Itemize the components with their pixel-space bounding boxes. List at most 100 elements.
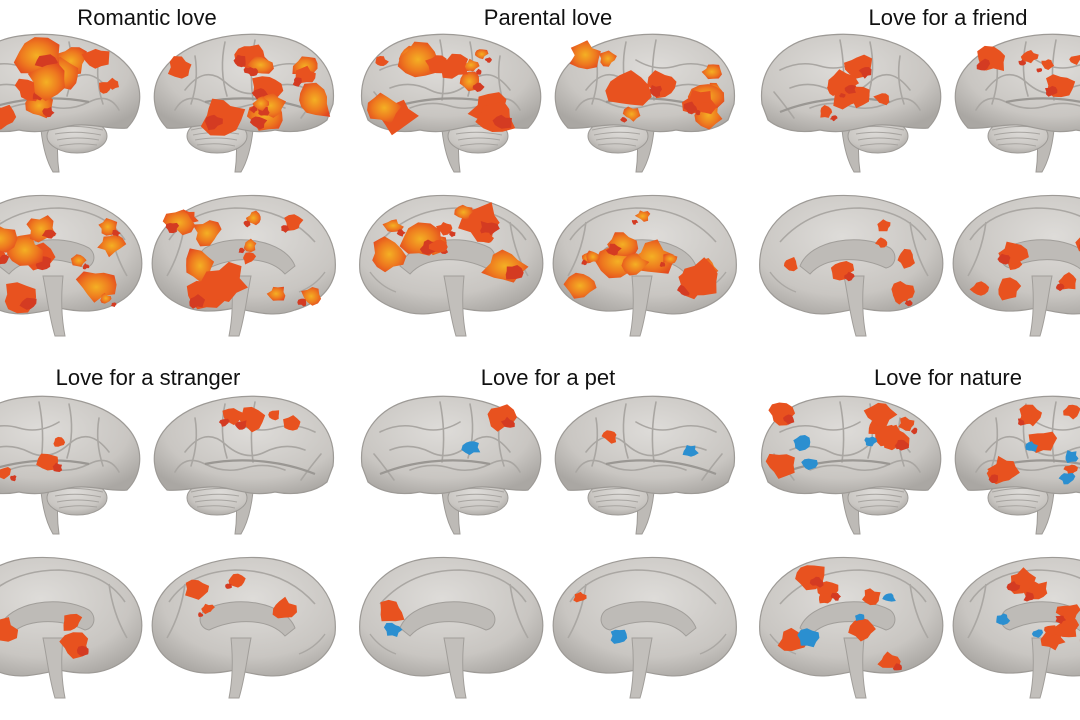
- cerebellum-fold: [56, 499, 100, 503]
- gyrus: [975, 97, 1080, 111]
- activation-cluster: [1069, 54, 1080, 65]
- activation-cluster: [428, 239, 448, 253]
- activation-cluster: [829, 115, 838, 122]
- activation-cluster: [266, 286, 286, 301]
- medial-view-right: [552, 556, 737, 699]
- activation-cluster: [0, 254, 10, 265]
- activation-cluster: [98, 218, 118, 236]
- lateral-view-left: [760, 395, 942, 535]
- deactivation-cluster: [801, 458, 818, 470]
- cerebellum-fold: [58, 505, 98, 509]
- activation-cluster: [894, 439, 909, 451]
- activation-cluster: [1075, 237, 1080, 252]
- cerebral-hemisphere: [554, 395, 736, 495]
- gyrus: [1035, 421, 1080, 431]
- cerebellum-fold: [995, 499, 1039, 503]
- panel-title-parental-love: Parental love: [483, 5, 613, 30]
- activation-cluster: [475, 49, 489, 60]
- activation-cluster: [218, 418, 230, 427]
- activation-cluster: [243, 220, 251, 228]
- cerebellum-fold: [597, 505, 637, 509]
- activation-cluster: [1019, 413, 1036, 425]
- corpus-callosum: [799, 601, 896, 637]
- parieto-occipital-sulcus: [509, 583, 529, 639]
- activation-cluster: [484, 57, 492, 63]
- activation-cluster: [997, 253, 1011, 265]
- cerebellum-fold: [194, 137, 238, 141]
- cerebellum-fold: [595, 499, 639, 503]
- activation-cluster: [198, 612, 204, 618]
- activation-cluster: [397, 41, 439, 78]
- activation-cluster: [683, 101, 698, 115]
- medial-view-left: [759, 556, 944, 699]
- activation-cluster: [81, 48, 110, 69]
- lateral-sulcus: [1005, 459, 1080, 466]
- activation-cluster: [659, 261, 666, 267]
- gyrus: [379, 421, 461, 433]
- activation-cluster: [998, 277, 1022, 301]
- activation-cluster: [777, 627, 809, 651]
- activation-cluster: [1023, 591, 1034, 602]
- gyrus: [635, 59, 717, 71]
- activation-cluster: [272, 596, 297, 619]
- activation-cluster: [695, 109, 701, 116]
- activation-cluster: [165, 222, 180, 234]
- deactivation-cluster: [1065, 450, 1079, 464]
- activation-cluster: [238, 247, 246, 254]
- gyrus: [985, 435, 1080, 457]
- gyrus: [369, 271, 397, 293]
- activation-cluster: [487, 404, 517, 432]
- gyrus: [839, 401, 845, 463]
- activation-cluster: [192, 220, 222, 247]
- gyrus: [991, 417, 999, 467]
- activation-cluster: [621, 253, 650, 276]
- lateral-view-right: [153, 395, 335, 535]
- activation-cluster: [877, 219, 891, 232]
- cerebellum-fold: [54, 493, 102, 498]
- activation-cluster: [249, 105, 258, 114]
- cerebellum-fold: [995, 137, 1039, 141]
- activation-cluster: [783, 257, 798, 272]
- activation-cluster: [204, 114, 223, 131]
- activation-cluster: [586, 250, 600, 264]
- activation-cluster: [1041, 59, 1055, 70]
- activation-cluster: [10, 475, 17, 482]
- activation-cluster: [233, 54, 246, 68]
- activation-cluster: [189, 294, 206, 309]
- parieto-occipital-sulcus: [108, 583, 128, 639]
- activation-cluster: [1056, 283, 1065, 292]
- activation-cluster: [162, 209, 196, 236]
- deactivation-cluster: [864, 436, 878, 447]
- medial-view-right: [552, 194, 737, 337]
- activation-cluster: [42, 106, 55, 118]
- activation-cluster: [251, 88, 268, 100]
- lateral-sulcus: [204, 459, 316, 476]
- deactivation-cluster: [793, 435, 811, 452]
- corpus-callosum: [0, 601, 95, 637]
- deactivation-cluster: [682, 445, 699, 457]
- brainstem: [1029, 275, 1053, 337]
- activation-cluster: [1053, 616, 1080, 638]
- activation-cluster: [1055, 615, 1067, 624]
- gyrus: [373, 453, 395, 481]
- activation-cluster: [631, 219, 639, 225]
- cerebellum-fold: [859, 505, 899, 509]
- gyrus: [300, 453, 322, 481]
- activation-cluster: [605, 70, 652, 106]
- activation-cluster: [449, 231, 456, 238]
- activation-cluster: [200, 261, 248, 302]
- activation-cluster: [663, 253, 678, 265]
- activation-cluster: [863, 402, 898, 427]
- activation-cluster: [601, 430, 617, 444]
- activation-cluster: [830, 261, 855, 281]
- medial-view-right: [151, 556, 336, 699]
- activation-cluster: [911, 427, 918, 435]
- gyrus: [8, 459, 120, 473]
- medial-view-right: [952, 194, 1080, 337]
- parieto-occipital-sulcus: [509, 221, 529, 277]
- lateral-view-left: [360, 395, 542, 535]
- activation-cluster: [112, 229, 121, 237]
- medial-view-left: [359, 194, 544, 337]
- lateral-view-right: [954, 395, 1080, 535]
- activation-cluster: [701, 64, 722, 80]
